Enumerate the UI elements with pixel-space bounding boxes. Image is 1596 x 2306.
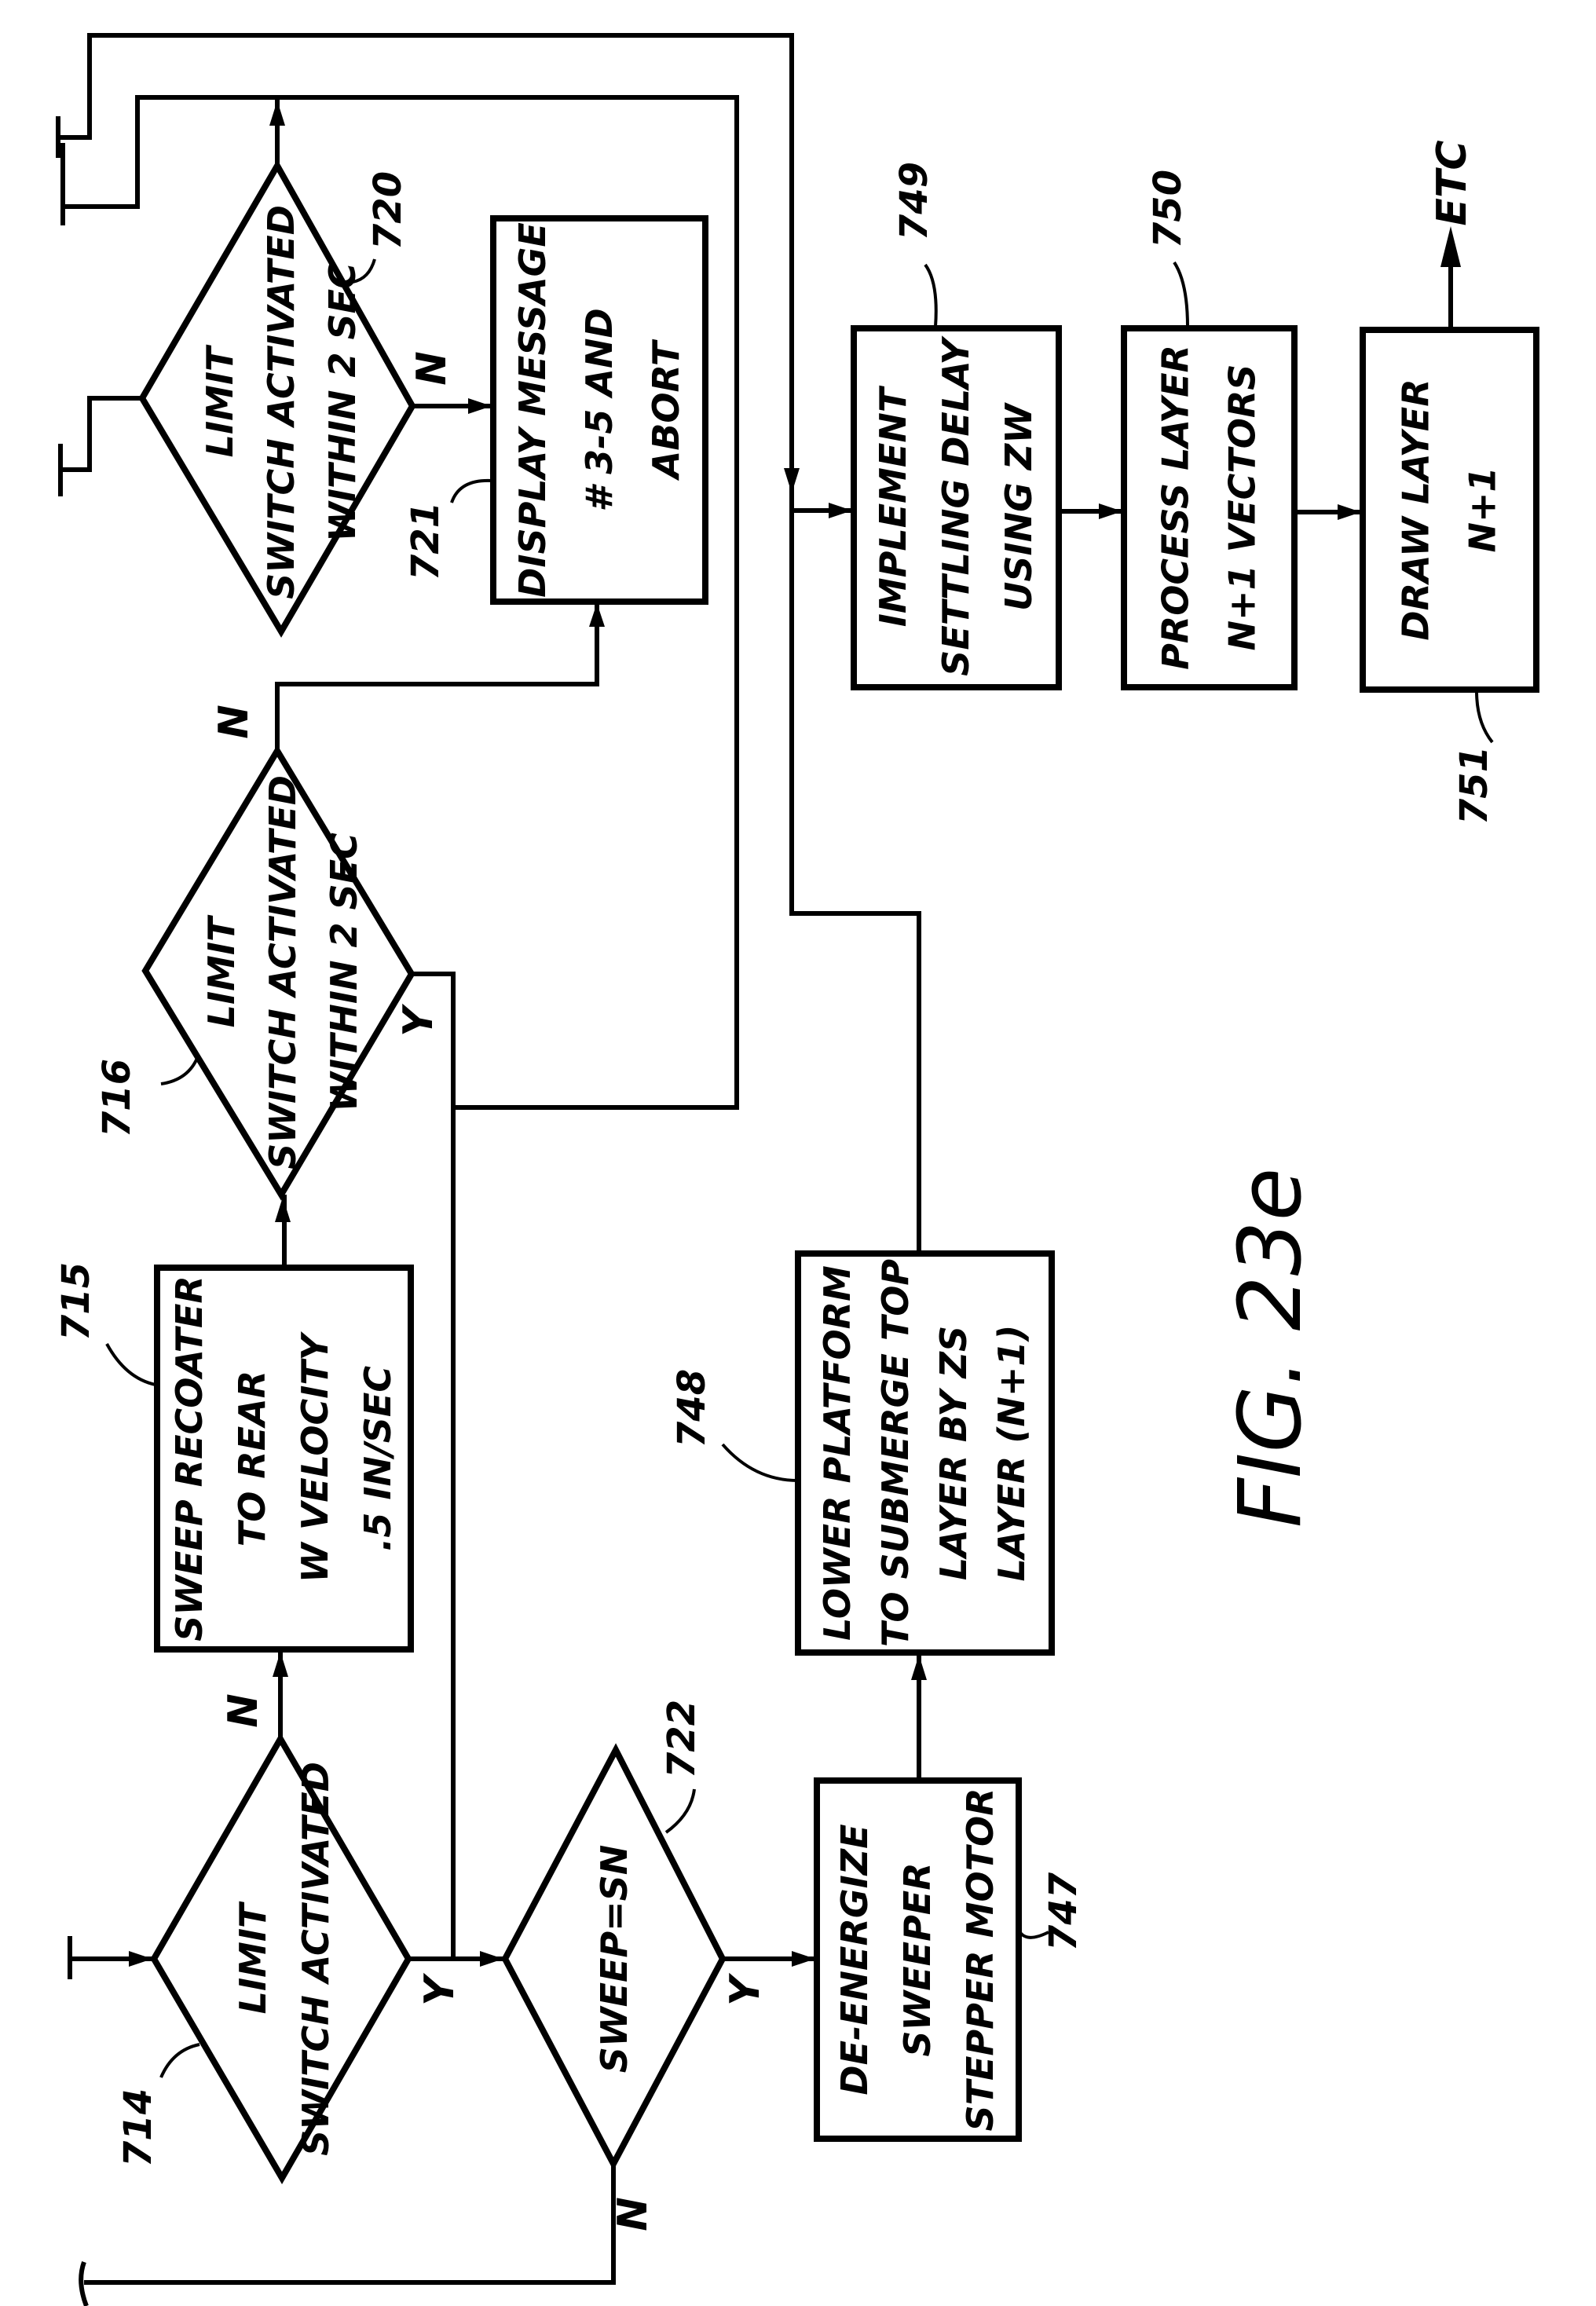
node-text-line: SWEEP=SN (593, 1845, 635, 2074)
node-text-line: TO REAR (231, 1371, 273, 1546)
arrow-right-icon (829, 503, 852, 518)
arrow-up-icon (273, 1652, 288, 1677)
arrow-right-icon (480, 1951, 503, 1967)
arrow-up-icon (275, 1197, 291, 1222)
node-text-line: SWEEPER (896, 1862, 939, 2056)
ref-749: 749 (892, 162, 936, 240)
node-text-line: LIMIT (199, 344, 241, 457)
node-722-text: SWEEP=SN (593, 1845, 635, 2074)
leader-751 (1477, 691, 1492, 742)
line-716-yes (412, 974, 453, 1959)
ref-721: 721 (404, 502, 448, 580)
line-722-no (84, 2164, 613, 2282)
leader-715 (107, 1344, 156, 1385)
node-text-line: # 3-5 AND (578, 308, 620, 511)
arrow-right-icon (129, 1951, 152, 1967)
figure-label: FIG. 23e (1220, 1168, 1320, 1528)
node-text-line: N+1 VECTORS (1221, 364, 1264, 651)
ref-748: 748 (670, 1369, 714, 1448)
node-text-line: N+1 (1462, 467, 1504, 552)
ref-715: 715 (54, 1262, 98, 1341)
node-text-line: IMPLEMENT (872, 385, 914, 627)
arrow-up-icon (269, 101, 285, 126)
branch-label-716-no: N (210, 705, 258, 739)
node-text-line: W VELOCITY (294, 1331, 336, 1583)
ref-716: 716 (95, 1059, 139, 1137)
node-text-line: USING ZW (998, 402, 1040, 611)
node-text-line: LIMIT (200, 914, 243, 1027)
decision-714 (154, 1739, 408, 2178)
leader-748 (723, 1444, 798, 1481)
leader-721 (452, 481, 492, 503)
arrow-up-icon (911, 1655, 927, 1680)
branch-label-716-yes: Y (395, 1003, 442, 1037)
arrow-right-icon (1099, 503, 1122, 519)
node-text-line: SWITCH ACTIVATED (260, 205, 302, 599)
node-text-line: SETTLING DELAY (935, 335, 977, 676)
node-text-line: LAYER (N+1) (990, 1325, 1033, 1582)
node-text-line: LAYER BY ZS (932, 1326, 975, 1580)
ref-714: 714 (116, 2088, 160, 2167)
leader-749 (925, 265, 936, 327)
arrow-up-icon (589, 603, 605, 627)
ref-751: 751 (1452, 746, 1496, 825)
process-751 (1363, 330, 1536, 690)
ref-720: 720 (366, 171, 410, 250)
node-text-line: LIMIT (232, 1901, 274, 2014)
arrow-right-icon (1338, 504, 1361, 520)
node-text-line: .5 IN/SEC (357, 1366, 399, 1551)
leader-714 (161, 2044, 200, 2077)
line-720-input (60, 398, 142, 470)
node-text-line: STEPPER MOTOR (959, 1788, 1001, 2132)
ref-747: 747 (1041, 1872, 1085, 1951)
branch-label-722-yes: Y (722, 1972, 769, 2006)
node-text-line: WITHIN 2 SEC (321, 262, 364, 542)
branch-label-720-no: N (408, 351, 456, 386)
ref-722: 722 (660, 1700, 704, 1778)
node-text-line: PROCESS LAYER (1155, 345, 1197, 670)
branch-label-714-yes: Y (416, 1972, 463, 2006)
arrow-right-icon (792, 1951, 815, 1967)
node-text-line: SWITCH ACTIVATED (262, 775, 304, 1169)
ref-750: 750 (1146, 170, 1190, 248)
arrow-down-icon (784, 468, 800, 493)
arrow-right-icon (468, 398, 492, 414)
node-text-line: SWEEP RECOATER (168, 1276, 210, 1642)
arrow-up-icon (1440, 226, 1461, 267)
leader-750 (1174, 262, 1188, 327)
node-text-line: WITHIN 2 SEC (323, 833, 365, 1112)
branch-label-714-no: N (220, 1693, 267, 1728)
line-716-no (277, 602, 597, 751)
node-text-line: DISPLAY MESSAGE (511, 222, 554, 598)
node-text-line: DRAW LAYER (1395, 379, 1437, 640)
leader-722 (666, 1789, 694, 1832)
branch-label-722-no: N (609, 2197, 657, 2231)
node-text-line: DE-ENERGIZE (833, 1824, 876, 2095)
leader-716 (161, 1056, 198, 1084)
node-text-line: SWITCH ACTIVATED (295, 1762, 337, 2156)
process-750 (1124, 328, 1294, 687)
continuation-label: ETC (1429, 140, 1476, 225)
node-text-line: ABORT (645, 339, 687, 481)
node-text-line: LOWER PLATFORM (816, 1265, 858, 1641)
node-text-line: TO SUBMERGE TOP (874, 1259, 917, 1647)
